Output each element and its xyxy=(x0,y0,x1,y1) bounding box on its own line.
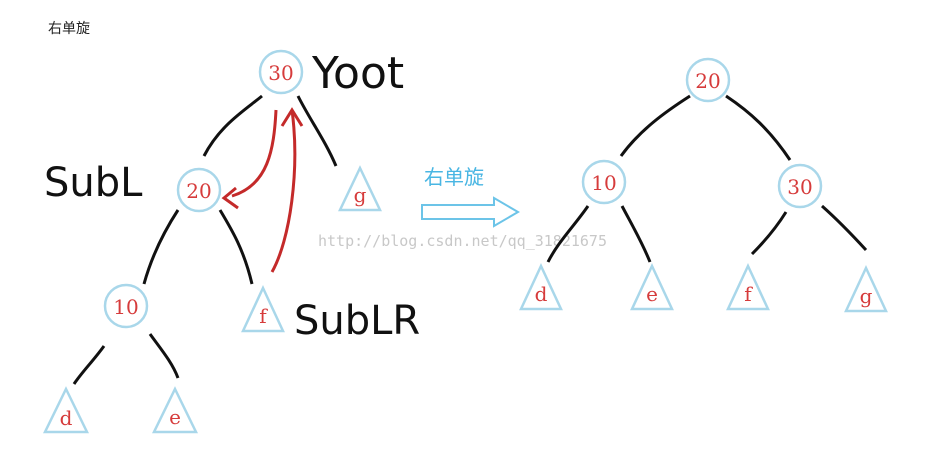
node-10-after: 10 xyxy=(581,159,627,205)
leaf-d-before: d xyxy=(42,386,90,434)
node-30-after: 30 xyxy=(777,163,823,209)
node-label: 30 xyxy=(787,175,812,199)
node-10-before: 10 xyxy=(103,283,149,329)
leaf-label: d xyxy=(60,406,73,430)
rotation-label: 右单旋 xyxy=(424,165,484,189)
red-arrow-to-root xyxy=(270,109,297,273)
leaf-g-after: g xyxy=(844,265,888,313)
leaf-d-after: d xyxy=(519,263,563,311)
node-30-before: 30 xyxy=(258,49,304,95)
node-label: 30 xyxy=(268,61,293,85)
red-arrowhead-up-icon xyxy=(280,107,304,127)
node-20-after: 20 xyxy=(685,57,731,103)
edge-10-e xyxy=(148,333,180,379)
edge-30-g xyxy=(296,95,338,167)
node-20-before: 20 xyxy=(176,167,222,213)
edge-10-e-after xyxy=(620,205,652,263)
leaf-label: g xyxy=(354,183,367,207)
edge-10-d-after xyxy=(546,205,590,263)
node-label: 20 xyxy=(695,69,720,93)
watermark-text: http://blog.csdn.net/qq_31821675 xyxy=(318,232,607,250)
root-hand-label: Yoot xyxy=(311,48,404,99)
edge-30-g-after xyxy=(821,204,868,252)
leaf-label: d xyxy=(535,282,548,306)
sublr-hand-label: SubLR xyxy=(294,298,420,344)
leaf-label: g xyxy=(860,284,873,308)
edge-20-10 xyxy=(142,209,180,285)
page-title: 右单旋 xyxy=(48,21,90,37)
leaf-e-before: e xyxy=(151,386,199,434)
leaf-label: e xyxy=(646,282,658,306)
edge-30-f-after xyxy=(750,211,788,256)
node-label: 10 xyxy=(591,171,616,195)
edge-10-d xyxy=(72,345,106,385)
edge-30-20 xyxy=(202,94,263,157)
edge-20-30-after xyxy=(725,94,792,161)
leaf-label: e xyxy=(169,405,181,429)
leaf-g-before: g xyxy=(338,165,382,212)
leaf-label: f xyxy=(744,282,753,306)
leaf-f-after: f xyxy=(726,263,770,311)
leaf-e-after: e xyxy=(630,263,674,311)
node-label: 10 xyxy=(113,295,138,319)
leaf-f-before: f xyxy=(241,285,285,333)
red-arrowhead-icon xyxy=(221,186,239,210)
subl-hand-label: SubL xyxy=(44,160,143,206)
red-arrow-to-subl xyxy=(231,109,278,198)
node-label: 20 xyxy=(186,179,211,203)
leaf-label: f xyxy=(259,304,268,328)
edge-20-f xyxy=(218,209,254,285)
edge-20-10-after xyxy=(619,94,691,157)
right-arrow-icon xyxy=(421,196,520,228)
